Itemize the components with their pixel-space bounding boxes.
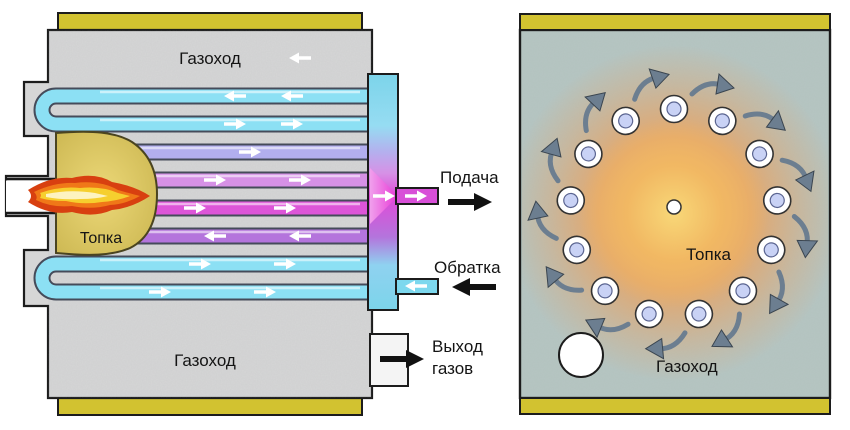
duct-top-label: Газоход (179, 49, 241, 68)
insulation-strip-bottom-right (519, 397, 831, 415)
side-section-view: Газоход Газоход Топка Подача Обратка Вых… (4, 12, 501, 416)
return-label: Обратка (434, 258, 501, 277)
coil-pass-cold-top (35, 89, 372, 131)
gas-exit-label-line2: газов (432, 359, 473, 378)
firebox-label: Топка (80, 230, 122, 247)
duct-label-cross: Газоход (656, 357, 718, 376)
gas-exit-direction-arrow (380, 350, 424, 368)
supply-direction-arrow (448, 193, 492, 211)
supply-label: Подача (440, 168, 499, 187)
flame-icon (28, 175, 150, 215)
coil-tubes (35, 89, 372, 299)
insulation-strip-bottom (57, 397, 363, 416)
return-direction-arrow (452, 278, 496, 296)
firebox-label-cross: Топка (686, 245, 732, 264)
insulation-strip-top-right (519, 13, 831, 31)
insulation-strip-top (57, 12, 363, 31)
flue-exit-opening (558, 332, 604, 378)
duct-bottom-label: Газоход (174, 351, 236, 370)
gas-exit-label-line1: Выход (432, 337, 483, 356)
coil-pass-cold-bottom (35, 257, 372, 299)
center-nozzle (666, 199, 682, 215)
coil-highlights (100, 90, 360, 290)
cross-section-view: Топка Газоход (518, 13, 832, 415)
